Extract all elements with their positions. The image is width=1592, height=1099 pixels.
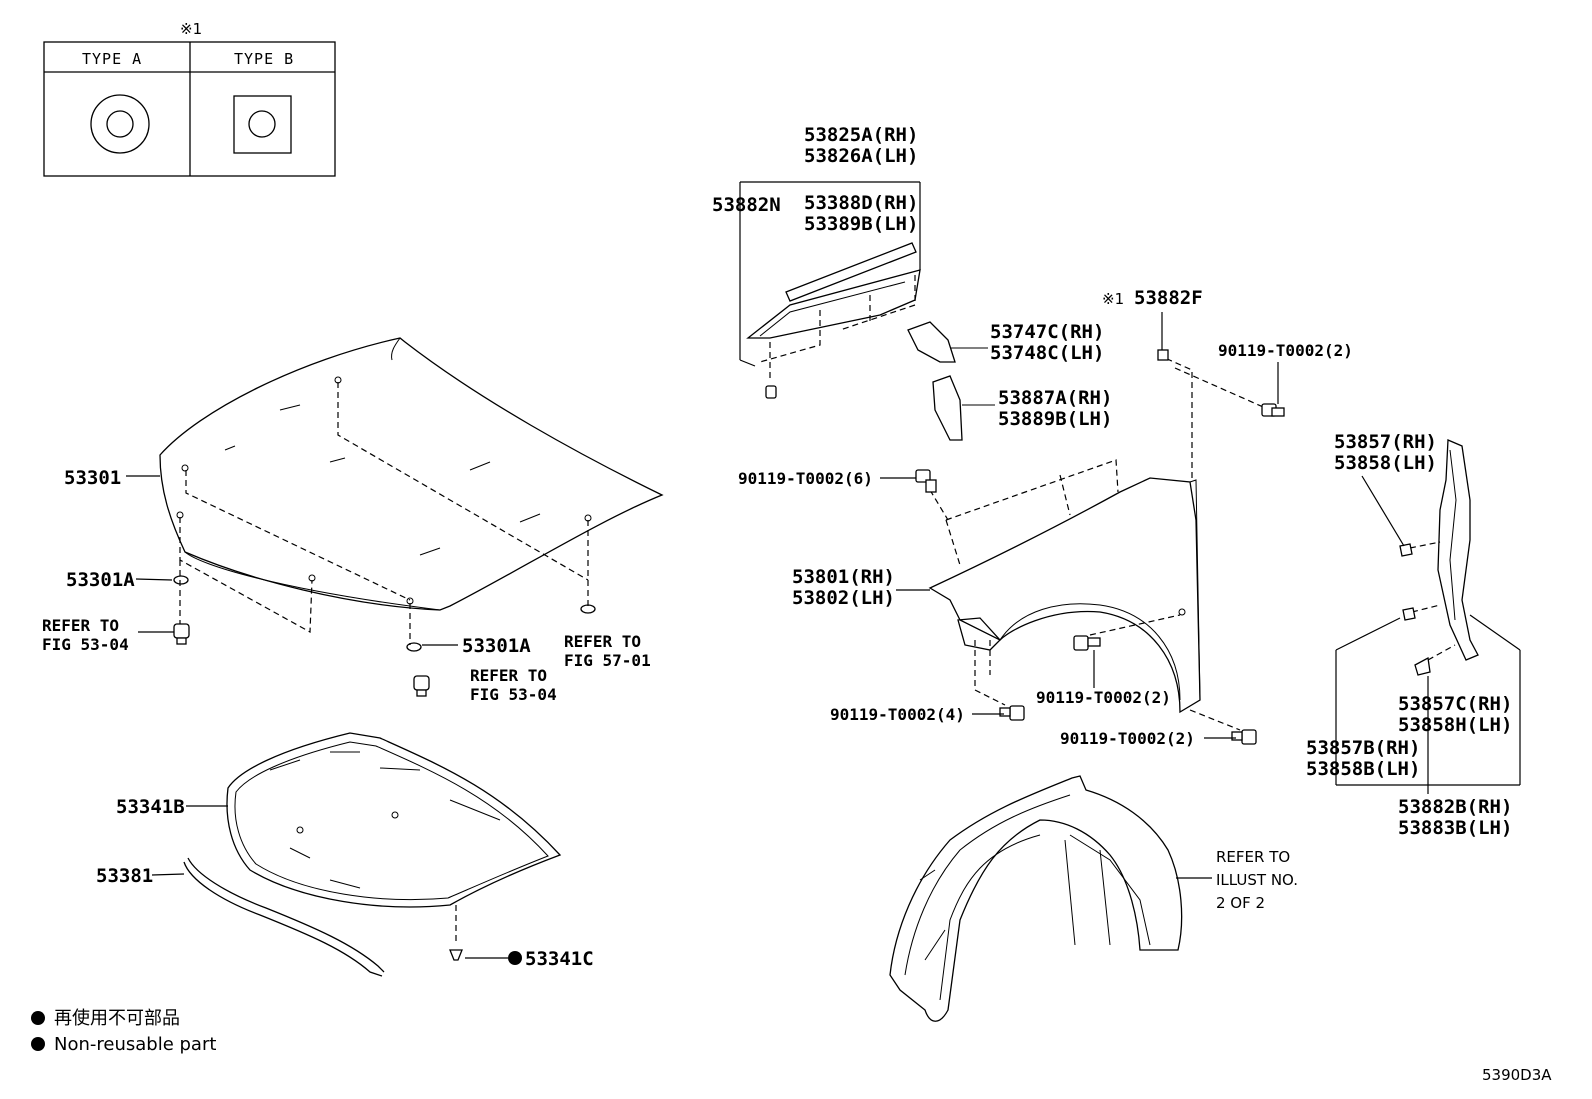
label-53857b: 53857B(RH) xyxy=(1306,737,1420,759)
label-refer-to-2: REFER TO xyxy=(564,632,641,651)
label-90119-4: 90119-T0002(4) xyxy=(830,705,965,724)
label-53857c: 53857C(RH) xyxy=(1398,693,1512,715)
symbol-type-table: ※1 TYPE A TYPE B xyxy=(43,20,336,177)
fender-drawing xyxy=(928,349,1271,731)
label-53883b: 53883B(LH) xyxy=(1398,817,1512,839)
label-90119-bot: 90119-T0002(2) xyxy=(1060,729,1195,748)
fender-seal-drawing xyxy=(907,321,995,441)
label-fig-57-01: FIG 57-01 xyxy=(564,651,651,670)
label-refer-to-3: REFER TO xyxy=(470,666,547,685)
label-90119-6: 90119-T0002(6) xyxy=(738,469,873,488)
figure-code: 5390D3A xyxy=(1482,1066,1552,1084)
label-53389b: 53389B(LH) xyxy=(804,213,918,235)
label-53882b: 53882B(RH) xyxy=(1398,796,1512,818)
label-53301a-mid: 53301A xyxy=(462,635,531,657)
label-53301: 53301 xyxy=(64,467,121,489)
part-labels: 53825A(RH) 53826A(LH) 53882N 53388D(RH) … xyxy=(42,124,1512,970)
legend-dot-jp xyxy=(31,1011,45,1025)
fender-liner-drawing xyxy=(889,775,1183,1022)
label-53747c: 53747C(RH) xyxy=(990,321,1104,343)
bolt-90119-top xyxy=(1261,403,1285,417)
label-90119-mid: 90119-T0002(2) xyxy=(1036,688,1171,707)
label-fig-53-04-b: FIG 53-04 xyxy=(470,685,557,704)
legend-dot-en xyxy=(31,1037,45,1051)
label-refer-illust-3: 2 OF 2 xyxy=(1216,894,1265,912)
label-fig-53-04-a: FIG 53-04 xyxy=(42,635,129,654)
type-a-label: TYPE A xyxy=(82,50,142,68)
label-53882f-mark: ※1 xyxy=(1102,290,1124,308)
apron-seal-drawing xyxy=(1335,439,1521,786)
label-53858: 53858(LH) xyxy=(1334,452,1437,474)
label-53802: 53802(LH) xyxy=(792,587,895,609)
label-53748c: 53748C(LH) xyxy=(990,342,1104,364)
symbol-mark: ※1 xyxy=(180,20,202,38)
bolt-90119-4 xyxy=(999,705,1025,721)
legend-jp: 再使用不可部品 xyxy=(54,1008,180,1029)
label-53858h: 53858H(LH) xyxy=(1398,714,1512,736)
label-53301a-left: 53301A xyxy=(66,569,135,591)
type-a-symbol xyxy=(90,94,150,154)
label-53887a: 53887A(RH) xyxy=(998,387,1112,409)
label-53882f: 53882F xyxy=(1134,287,1203,309)
label-53889b: 53889B(LH) xyxy=(998,408,1112,430)
non-reusable-dot-53341c xyxy=(508,951,522,965)
label-refer-illust-1: REFER TO xyxy=(1216,848,1290,866)
legend-en: Non-reusable part xyxy=(54,1034,216,1055)
bolt-90119-bot xyxy=(1231,729,1257,745)
bolt-90119-mid xyxy=(1073,635,1101,651)
legend: 再使用不可部品 Non-reusable part xyxy=(31,1008,216,1055)
label-53858b: 53858B(LH) xyxy=(1306,758,1420,780)
label-53341b: 53341B xyxy=(116,796,185,818)
label-refer-illust-2: ILLUST NO. xyxy=(1216,871,1298,889)
bolt-90119-6 xyxy=(915,469,937,493)
type-b-symbol xyxy=(233,95,292,154)
label-53826a: 53826A(LH) xyxy=(804,145,918,167)
leader-lines xyxy=(126,312,1429,959)
label-53857: 53857(RH) xyxy=(1334,431,1437,453)
hood-seal-drawing xyxy=(183,857,385,977)
hood-insulator-drawing xyxy=(226,732,562,961)
label-refer-to-1: REFER TO xyxy=(42,616,119,635)
label-53381: 53381 xyxy=(96,865,153,887)
cowl-seal-drawing xyxy=(739,181,921,399)
label-53882n: 53882N xyxy=(712,194,781,216)
label-90119-top: 90119-T0002(2) xyxy=(1218,341,1353,360)
label-53825a: 53825A(RH) xyxy=(804,124,918,146)
label-53388d: 53388D(RH) xyxy=(804,192,918,214)
label-53341c: 53341C xyxy=(525,948,594,970)
label-53801: 53801(RH) xyxy=(792,566,895,588)
type-b-label: TYPE B xyxy=(234,50,294,68)
bolt-symbols xyxy=(915,403,1285,745)
hood-panel-drawing xyxy=(159,337,664,697)
